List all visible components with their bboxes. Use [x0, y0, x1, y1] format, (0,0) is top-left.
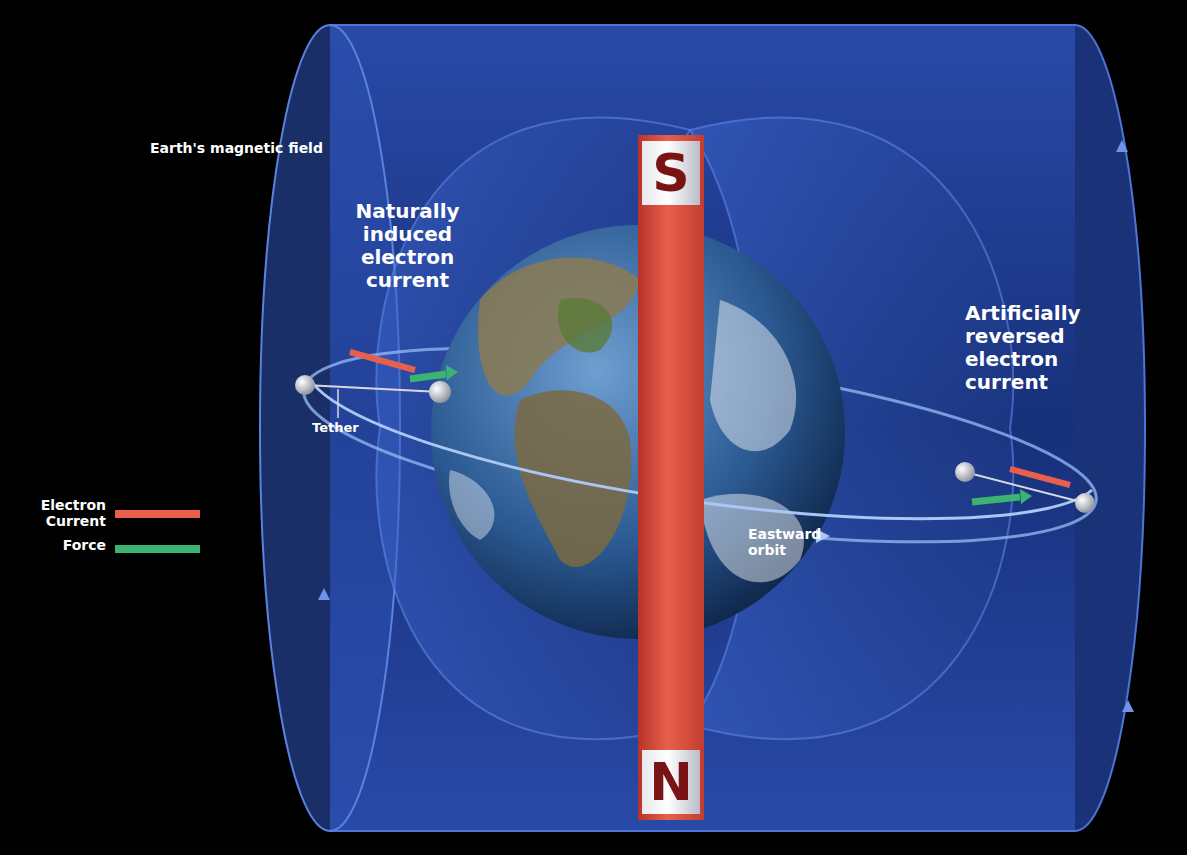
legend-text: Electron Current: [18, 497, 106, 529]
field-label: Earth's magnetic field: [150, 140, 390, 156]
legend-swatch: [115, 510, 200, 518]
legend-swatch: [115, 545, 200, 553]
magnet-pole: N: [642, 750, 700, 814]
magnet-pole: S: [642, 141, 700, 205]
left-tether: [295, 352, 458, 418]
legend-text: Force: [18, 537, 106, 553]
callout-label: Artificially reversed electron current: [965, 302, 1125, 394]
orbit-label: Eastward orbit: [748, 526, 833, 558]
magnetic-field-cylinder: [260, 25, 1145, 831]
tether-label: Tether: [312, 421, 392, 436]
bar-magnet: SN: [638, 135, 704, 820]
right-tether: [955, 462, 1095, 513]
callout-label: Naturally induced electron current: [345, 200, 470, 292]
